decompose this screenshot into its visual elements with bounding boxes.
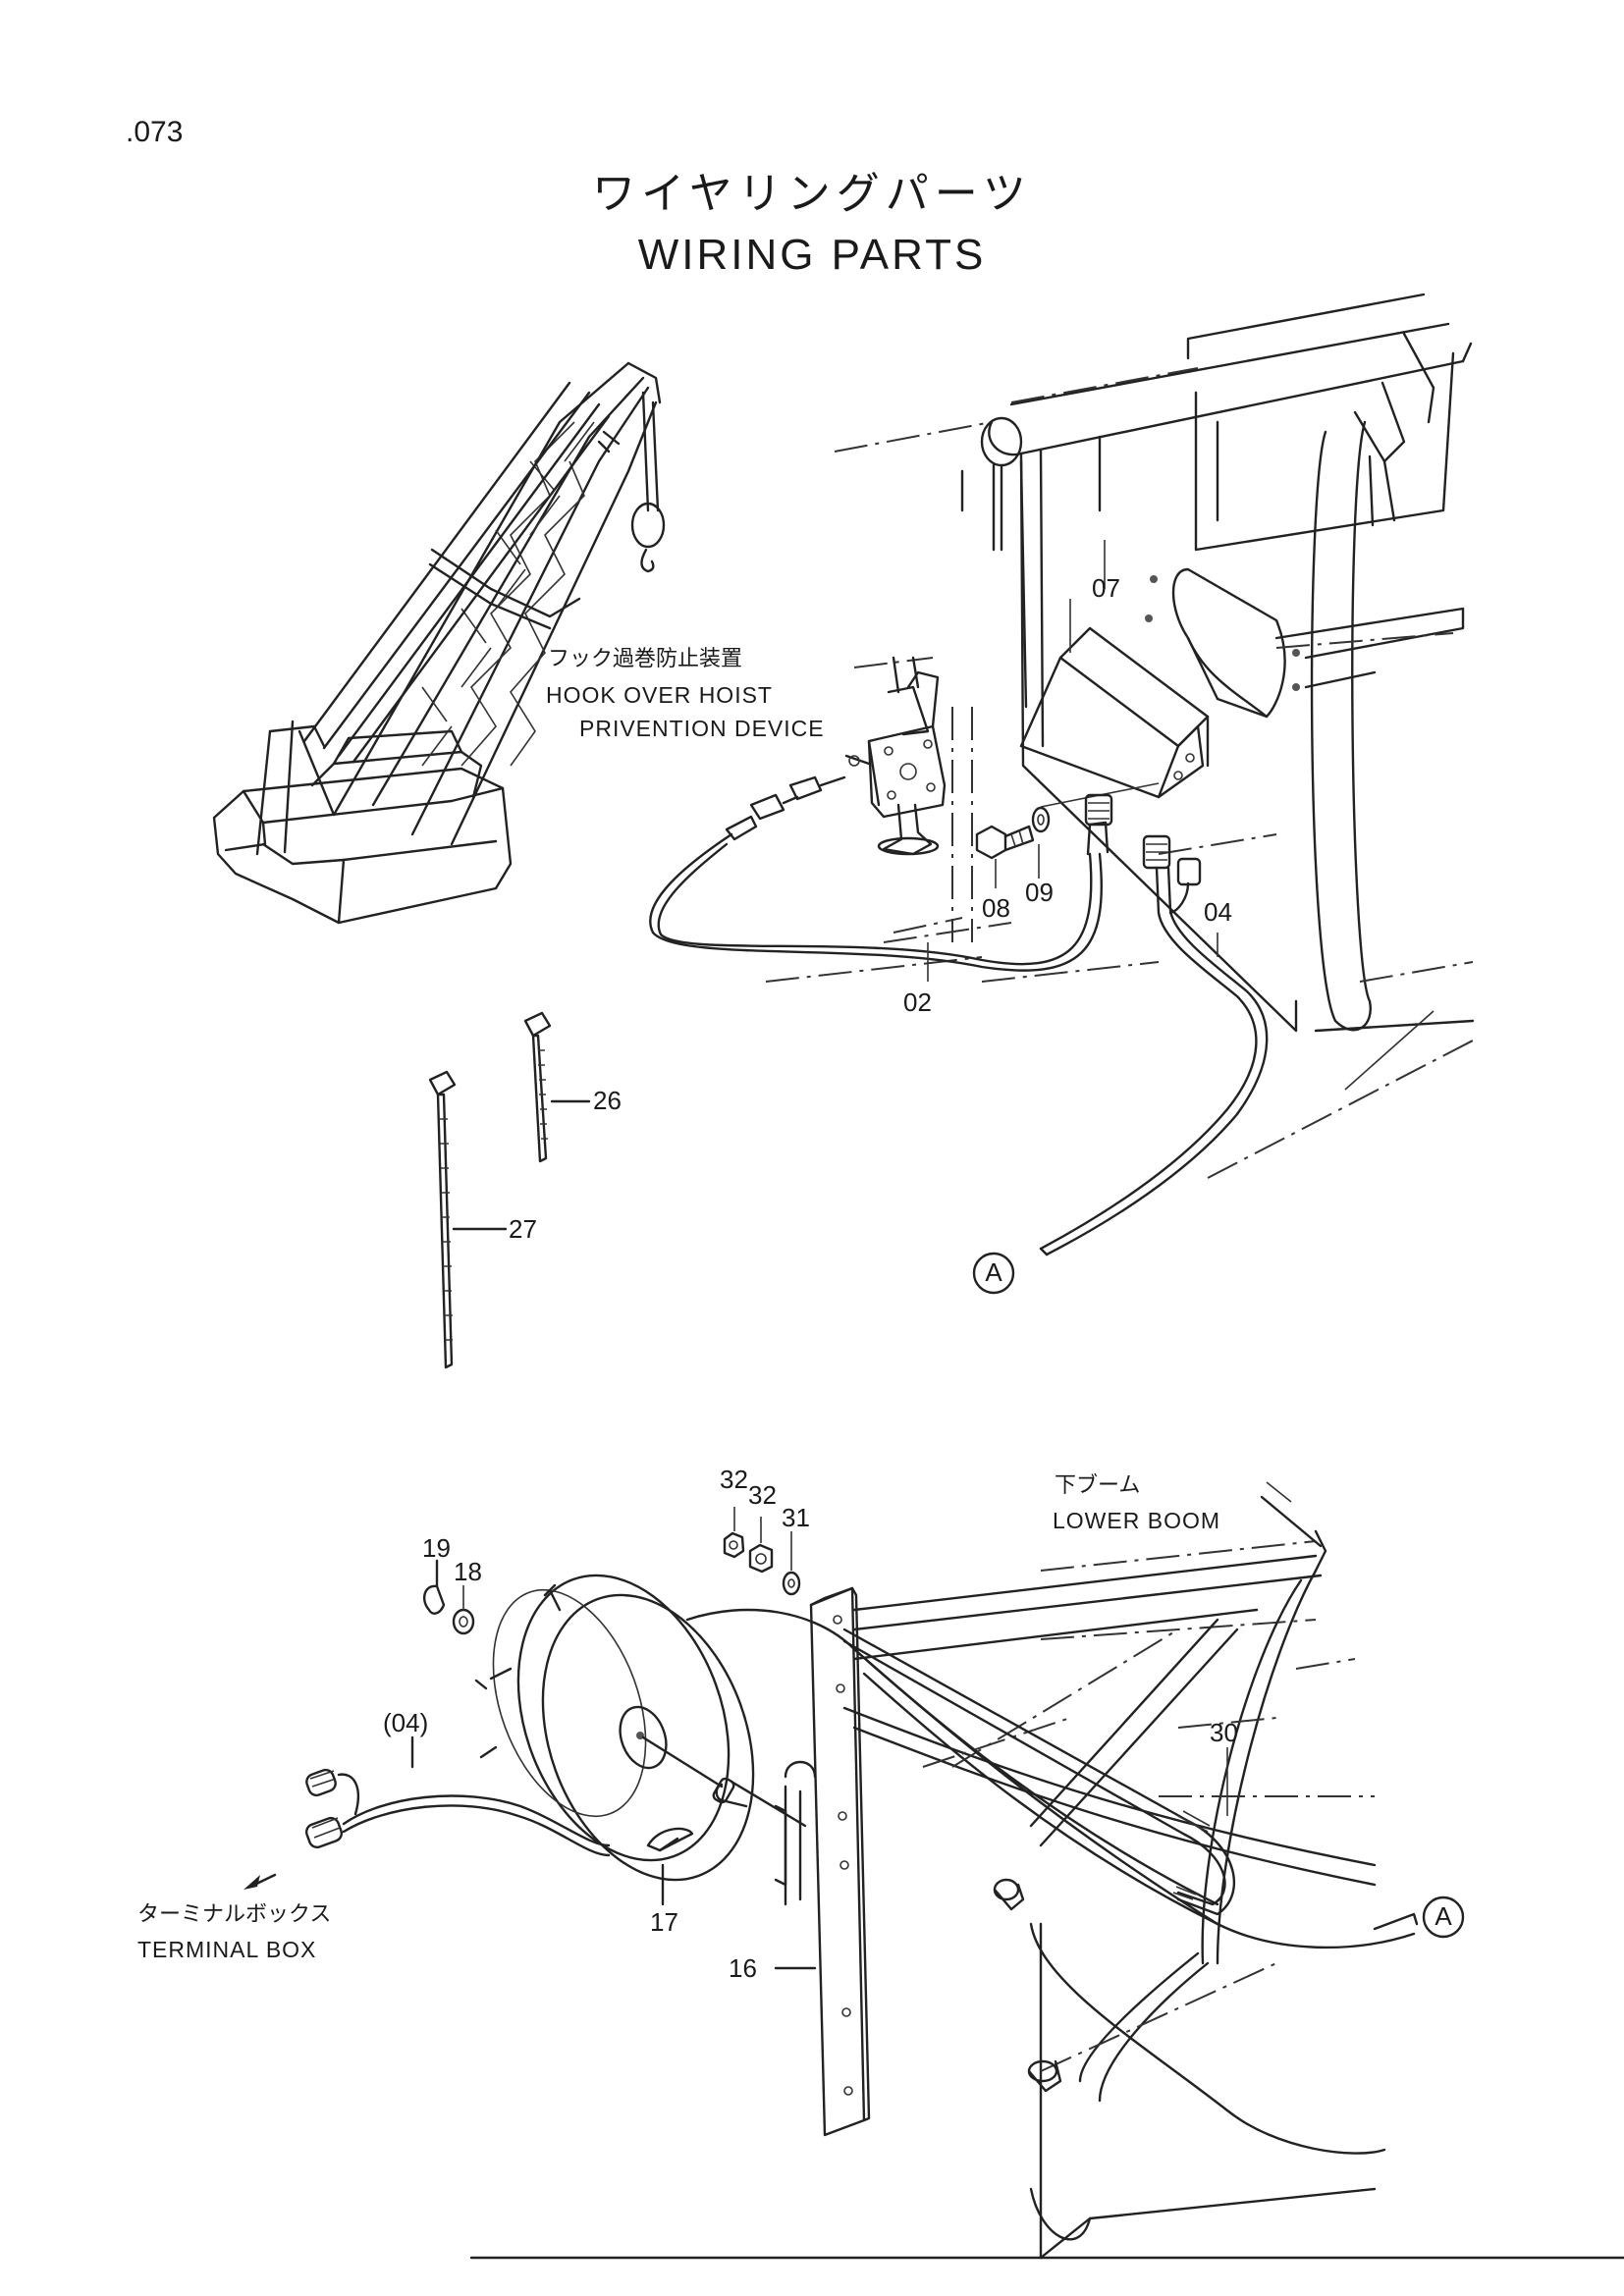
washer-18 (452, 1585, 475, 1635)
label-terminal-box-en: TERMINAL BOX (137, 1937, 317, 1962)
part-label-17: 17 (650, 1907, 678, 1937)
bolt-08 (975, 825, 1035, 860)
washer-09 (1031, 806, 1051, 833)
u-bolt-30 (842, 1628, 1235, 1916)
label-hook-device-ja: フック過巻防止装置 (548, 647, 743, 671)
label-lower-boom-ja: 下ブーム (1055, 1473, 1141, 1498)
cable-tie-26 (523, 1011, 591, 1163)
lower-boom-frame (842, 1495, 1386, 2260)
title-english: WIRING PARTS (637, 231, 987, 279)
nut-32-b (748, 1517, 774, 1574)
connector-a-lower-label: A (1435, 1901, 1452, 1931)
label-terminal-box-ja: ターミナルボックス (137, 1902, 332, 1927)
part-label-08: 08 (982, 893, 1010, 923)
part-label-04: 04 (1204, 897, 1232, 927)
part-label-19: 19 (422, 1533, 451, 1563)
part-label-18: 18 (454, 1557, 482, 1586)
part-label-30: 30 (1210, 1718, 1238, 1747)
label-hook-device-en-1: HOOK OVER HOIST (546, 682, 773, 708)
part-label-26: 26 (593, 1086, 622, 1115)
part-label-31: 31 (782, 1503, 810, 1532)
connector-a-lower (1422, 1896, 1465, 1939)
part-label-27: 27 (509, 1214, 537, 1244)
cotter-pin-17 (646, 1827, 694, 1906)
label-lower-boom-en: LOWER BOOM (1053, 1508, 1221, 1533)
title-japanese: ワイヤリングパーツ (592, 169, 1032, 219)
label-hook-device-en-2: PRIVENTION DEVICE (579, 716, 825, 741)
bracket-plate-16 (774, 1586, 871, 2137)
part-label-09: 09 (1025, 878, 1054, 907)
part-label-02: 02 (903, 988, 932, 1017)
cable-tie-27 (428, 1070, 508, 1369)
part-label-16: 16 (729, 1953, 757, 1983)
cable-04 (1039, 834, 1269, 1256)
cable-04-lower (244, 1608, 1419, 1949)
washer-31 (782, 1531, 801, 1596)
clip-19 (422, 1559, 446, 1615)
part-label-32-a: 32 (720, 1465, 748, 1494)
connector-a-upper (972, 1252, 1015, 1295)
hook-over-hoist-device (725, 656, 947, 856)
cable-reel (474, 1574, 817, 1906)
page-number: .073 (126, 116, 184, 148)
connector-a-upper-label: A (985, 1257, 1002, 1287)
part-label-32-b: 32 (748, 1480, 777, 1510)
part-label-04-ref: (04) (383, 1708, 429, 1737)
part-07-cover (1019, 540, 1300, 808)
part-label-07: 07 (1092, 573, 1120, 603)
machine-frame (765, 293, 1475, 1179)
crane-illustration (212, 361, 666, 925)
nut-32-a (723, 1507, 745, 1559)
cable-02 (649, 793, 1113, 972)
